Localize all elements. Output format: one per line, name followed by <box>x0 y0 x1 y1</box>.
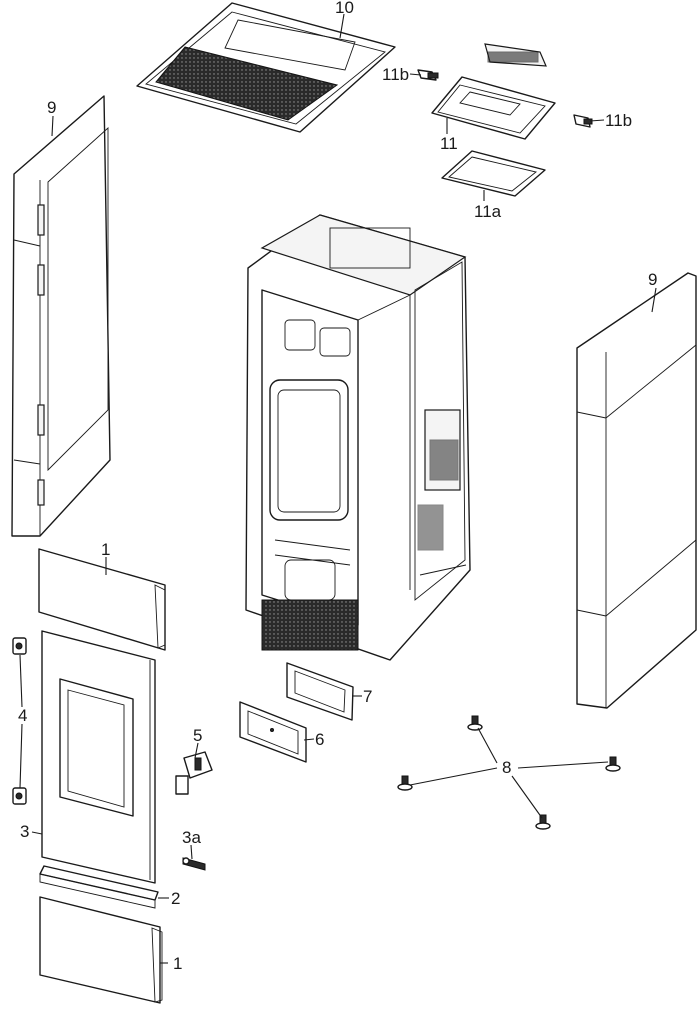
foot-2 <box>397 775 413 791</box>
foot-3 <box>605 756 621 772</box>
callout-9-left: 9 <box>47 98 56 117</box>
front-vent-grille <box>261 599 359 651</box>
gasket-plate-part <box>239 701 307 763</box>
callout-11a: 11a <box>474 202 502 221</box>
display-cover-part <box>431 76 556 140</box>
callout-11b-right: 11b <box>605 111 632 130</box>
callout-4: 4 <box>18 706 27 725</box>
foot-1 <box>467 715 483 731</box>
callout-2: 2 <box>171 889 180 908</box>
callout-6: 6 <box>315 730 324 749</box>
callout-7: 7 <box>363 687 372 706</box>
top-grille <box>155 46 339 121</box>
callout-3: 3 <box>20 822 29 841</box>
callout-8: 8 <box>502 758 511 777</box>
right-side-panel-part <box>576 272 697 709</box>
callout-1-bottom: 1 <box>173 954 182 973</box>
door-hinge-part <box>12 637 27 805</box>
callout-labels: 10 9 9 11b 11b 11 11a 1 4 3 5 3a 2 1 7 6… <box>18 0 657 973</box>
leader-lines <box>19 13 657 964</box>
connector-plug-left-part <box>417 69 439 81</box>
door-latch-part <box>175 751 213 795</box>
top-cover-part <box>136 2 396 133</box>
foot-4 <box>535 814 551 830</box>
left-side-panel-part <box>11 95 111 537</box>
inspection-plate-part <box>286 662 354 721</box>
stove-body-frame <box>245 214 471 661</box>
front-cover-bottom-part <box>39 896 163 1004</box>
callout-11: 11 <box>440 134 458 153</box>
control-panel-module-part <box>484 43 547 67</box>
callout-10: 10 <box>335 0 354 17</box>
door-screw-part <box>182 857 206 871</box>
callout-5: 5 <box>193 726 202 745</box>
leveling-feet-part <box>397 715 621 830</box>
front-cover-top-part <box>38 548 166 651</box>
display-gasket-part <box>441 150 546 197</box>
callout-11b-left: 11b <box>382 65 409 84</box>
bottom-trim-part <box>39 865 159 909</box>
door-panel-part <box>41 630 156 884</box>
callout-9-right: 9 <box>648 270 657 289</box>
connector-plug-right-part <box>573 114 593 128</box>
callout-3a: 3a <box>182 828 201 847</box>
callout-1-top: 1 <box>101 540 110 559</box>
